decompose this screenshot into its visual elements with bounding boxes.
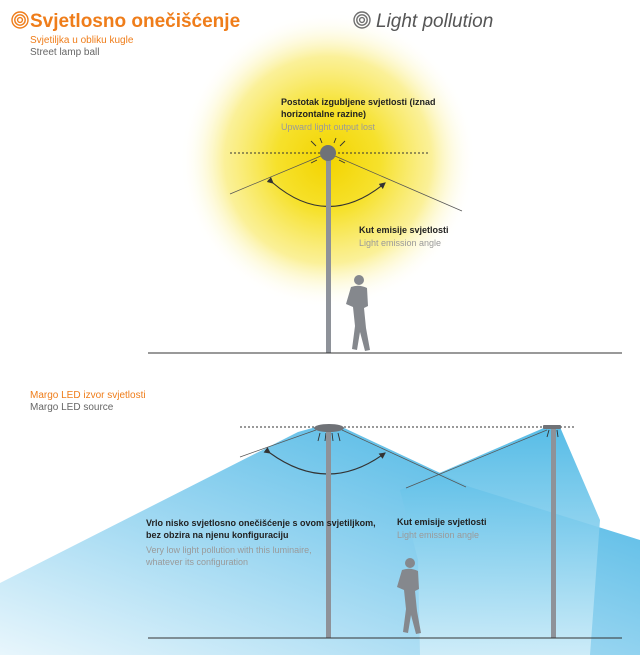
upward-light-label-hr-2: horizontalne razine) xyxy=(281,109,367,119)
led-note-hr-1: Vrlo nisko svjetlosno onečišćenje s ovom… xyxy=(146,518,376,528)
emission-angle-label-en: Light emission angle xyxy=(359,238,442,248)
emission-boundary-right xyxy=(327,152,463,212)
second-led-head xyxy=(543,425,561,429)
emission-boundary-left xyxy=(229,152,329,195)
section1-name-en: Street lamp ball xyxy=(30,47,100,58)
upward-light-arrows xyxy=(310,137,346,164)
second-lamp-pole xyxy=(551,427,556,638)
led-light-beam-right xyxy=(400,427,600,655)
section1-name-hr: Svjetiljka u obliku kugle xyxy=(30,35,134,46)
upward-light-label-hr-1: Postotak izgubljene svjetlosti (iznad xyxy=(281,97,436,107)
led-angle-label-en: Light emission angle xyxy=(397,530,480,540)
led-boundary-right xyxy=(341,429,467,488)
led-note-en-2: whatever its configuration xyxy=(146,557,249,567)
title-concentric-icon xyxy=(11,11,29,29)
led-note-en-1: Very low light pollution with this lumin… xyxy=(146,545,312,555)
margo-led-head xyxy=(314,424,344,432)
ball-lamp-head xyxy=(320,145,336,161)
title-en-concentric-icon xyxy=(353,11,371,29)
pedestrian-silhouette-2 xyxy=(397,558,421,634)
upward-light-label-en: Upward light output lost xyxy=(281,122,376,132)
emission-angle-label-hr: Kut emisije svjetlosti xyxy=(359,225,449,235)
led-note-hr-2: bez obzira na njenu konfiguraciju xyxy=(146,530,289,540)
led-angle-label-hr: Kut emisije svjetlosti xyxy=(397,517,487,527)
led-boundary-second-pole xyxy=(405,429,548,489)
title-en: Light pollution xyxy=(376,11,494,32)
title-hr: Svjetlosno onečišćenje xyxy=(30,11,241,32)
lamp-pole xyxy=(326,160,331,353)
section2-name-hr: Margo LED izvor svjetlosti xyxy=(30,390,146,401)
led-lamp-pole xyxy=(326,430,331,638)
pedestrian-silhouette xyxy=(346,275,370,351)
section2-name-en: Margo LED source xyxy=(30,402,114,413)
led-boundary-left xyxy=(239,429,317,458)
